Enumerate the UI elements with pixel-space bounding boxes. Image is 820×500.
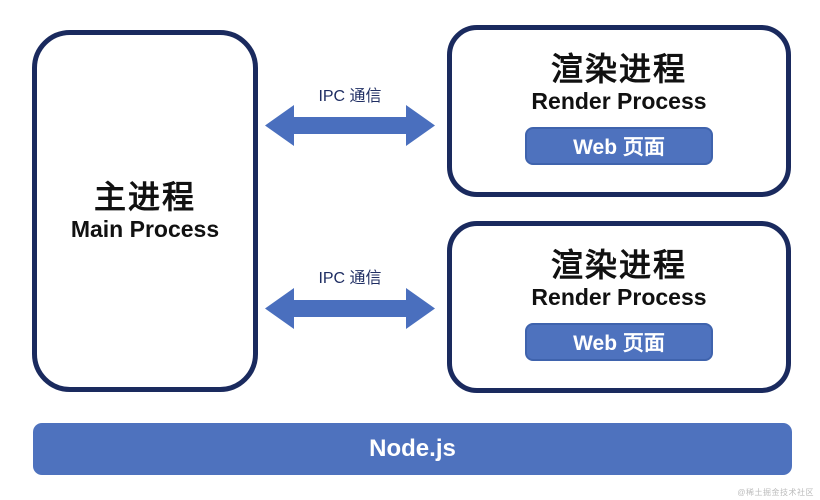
watermark-text: @稀土掘金技术社区 [737, 488, 814, 497]
render-process-box-1: 渲染进程 Render Process Web 页面 [447, 25, 791, 197]
ipc-label-1: IPC 通信 [318, 88, 382, 105]
double-arrow-shape [265, 288, 435, 329]
nodejs-platform-bar: Node.js [33, 423, 792, 475]
render-process-box-2: 渲染进程 Render Process Web 页面 [447, 221, 791, 393]
double-arrow-icon [265, 105, 435, 146]
render-process-1-title-zh: 渲染进程 [550, 50, 687, 87]
main-process-box: 主进程 Main Process [32, 30, 258, 392]
main-process-title-en: Main Process [70, 215, 220, 242]
ipc-label-2: IPC 通信 [318, 270, 382, 287]
double-arrow-shape [265, 105, 435, 146]
render-process-2-title-en: Render Process [531, 283, 707, 310]
web-page-pill-2: Web 页面 [525, 323, 713, 362]
double-arrow-icon [265, 288, 435, 329]
render-process-2-title-zh: 渲染进程 [550, 246, 687, 283]
main-process-title-zh: 主进程 [93, 178, 196, 215]
web-page-pill-1: Web 页面 [525, 127, 713, 166]
render-process-1-title-en: Render Process [531, 87, 707, 114]
